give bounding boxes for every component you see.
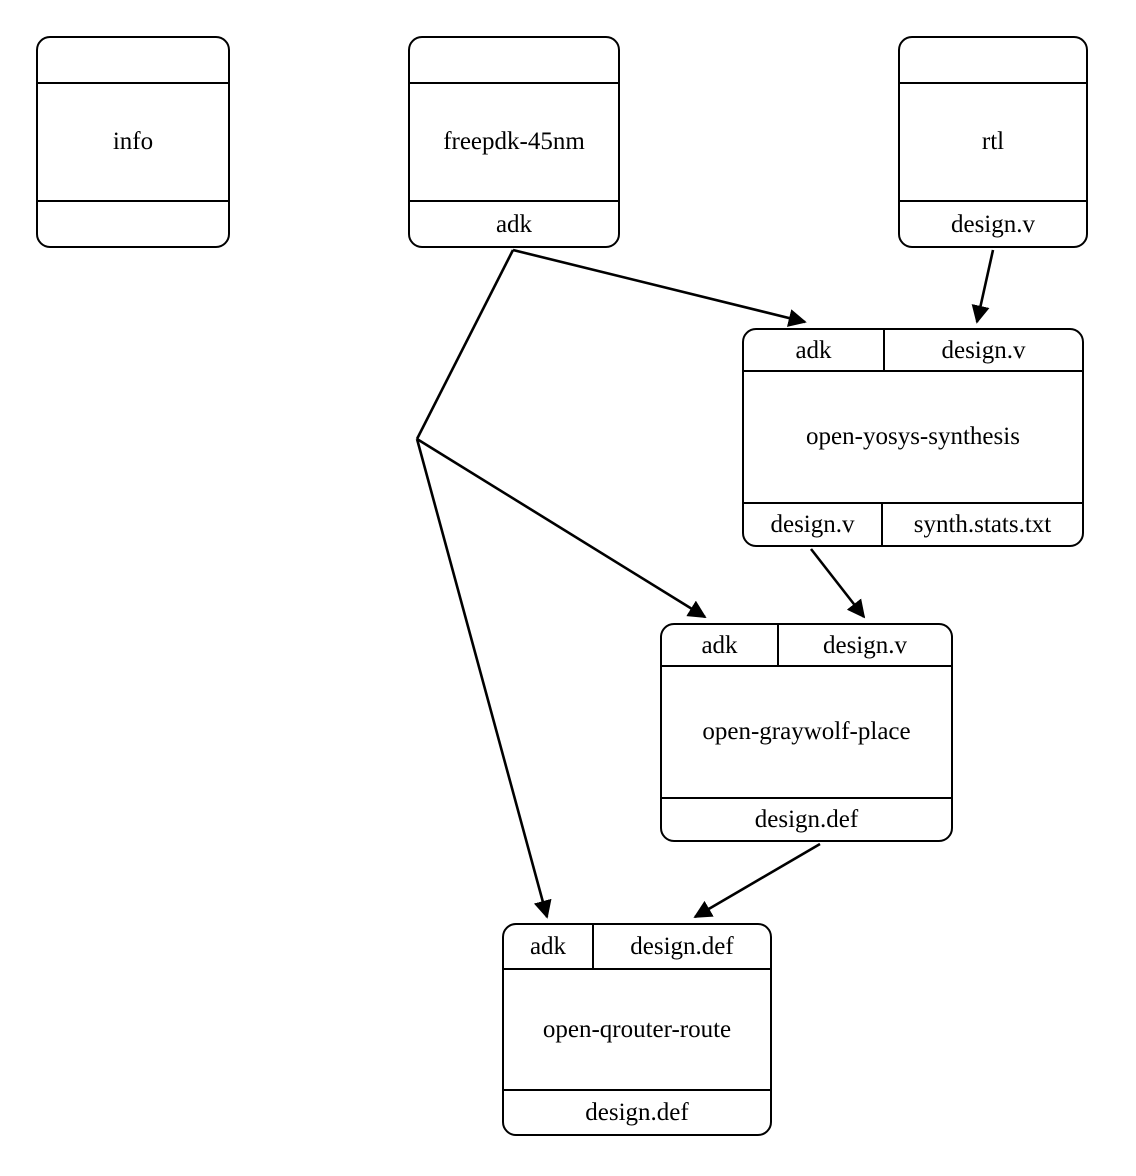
edge-graywolf-designdef-to-qrouter-designdef (693, 842, 821, 919)
node-rtl[interactable]: rtl design.v (898, 36, 1088, 248)
node-rtl-label: rtl (981, 128, 1005, 155)
node-freepdk-45nm-label: freepdk-45nm (443, 128, 585, 155)
node-open-yosys-synthesis[interactable]: adk design.v open-yosys-synthesis design… (742, 328, 1084, 547)
port-open-yosys-synthesis-in-adk[interactable]: adk (795, 336, 832, 364)
port-open-graywolf-place-out-design-def[interactable]: design.def (754, 806, 859, 833)
node-open-graywolf-place-body: open-graywolf-place (662, 667, 951, 797)
node-info-output-empty (38, 202, 228, 246)
port-open-qrouter-route-in-adk[interactable]: adk (529, 933, 567, 960)
node-open-graywolf-place-inputs: adk design.v (662, 625, 951, 667)
edge-rtl-designv-to-yosys-designv (971, 249, 995, 324)
node-info-label: info (112, 128, 154, 155)
node-freepdk-45nm-inputs (410, 38, 618, 84)
node-freepdk-45nm-body: freepdk-45nm (410, 84, 618, 200)
node-info-inputs (38, 38, 228, 84)
node-open-qrouter-route-body: open-qrouter-route (504, 970, 770, 1089)
node-info-body: info (38, 84, 228, 200)
node-open-graywolf-place-label: open-graywolf-place (702, 718, 911, 745)
node-open-yosys-synthesis-inputs: adk design.v (744, 330, 1082, 372)
port-open-graywolf-place-in-adk[interactable]: adk (701, 631, 738, 659)
port-freepdk-45nm-out-adk[interactable]: adk (495, 210, 533, 238)
edge-freepdk-adk-to-yosys-adk (512, 248, 807, 327)
port-open-qrouter-route-out-design-def[interactable]: design.def (585, 1099, 689, 1126)
edge-freepdk-adk-to-junction (415, 249, 515, 440)
node-open-qrouter-route-label: open-qrouter-route (542, 1015, 732, 1043)
node-open-graywolf-place-outputs: design.def (662, 797, 951, 840)
node-freepdk-45nm[interactable]: freepdk-45nm adk (408, 36, 620, 248)
node-open-yosys-synthesis-label: open-yosys-synthesis (806, 423, 1020, 450)
node-rtl-input-empty (900, 38, 1086, 82)
edge-freepdk-adk-to-graywolf-adk (416, 437, 707, 619)
node-open-yosys-synthesis-body: open-yosys-synthesis (744, 372, 1082, 502)
node-open-qrouter-route-outputs: design.def (504, 1089, 770, 1134)
node-open-graywolf-place[interactable]: adk design.v open-graywolf-place design.… (660, 623, 953, 842)
port-open-yosys-synthesis-in-design-v[interactable]: design.v (883, 330, 1082, 370)
node-open-qrouter-route-inputs: adk design.def (504, 925, 770, 970)
node-info-input-empty (38, 38, 228, 82)
node-freepdk-45nm-input-empty (410, 38, 618, 82)
node-freepdk-45nm-outputs: adk (410, 200, 618, 246)
node-open-qrouter-route[interactable]: adk design.def open-qrouter-route design… (502, 923, 772, 1136)
node-rtl-body: rtl (900, 84, 1086, 200)
port-rtl-out-design-v[interactable]: design.v (950, 210, 1036, 238)
node-info[interactable]: info (36, 36, 230, 248)
port-open-yosys-synthesis-out-design-v[interactable]: design.v (770, 511, 855, 538)
node-info-outputs (38, 200, 228, 246)
node-rtl-inputs (900, 38, 1086, 84)
node-open-yosys-synthesis-outputs: design.v synth.stats.txt (744, 502, 1082, 545)
edge-yosys-designv-to-graywolf-designv (809, 548, 866, 619)
node-rtl-outputs: design.v (900, 200, 1086, 246)
edge-freepdk-adk-to-qrouter-adk (415, 438, 552, 919)
port-open-graywolf-place-in-design-v[interactable]: design.v (777, 625, 951, 665)
port-open-qrouter-route-in-design-def[interactable]: design.def (592, 925, 770, 968)
port-open-yosys-synthesis-out-synth-stats-txt[interactable]: synth.stats.txt (881, 504, 1082, 545)
